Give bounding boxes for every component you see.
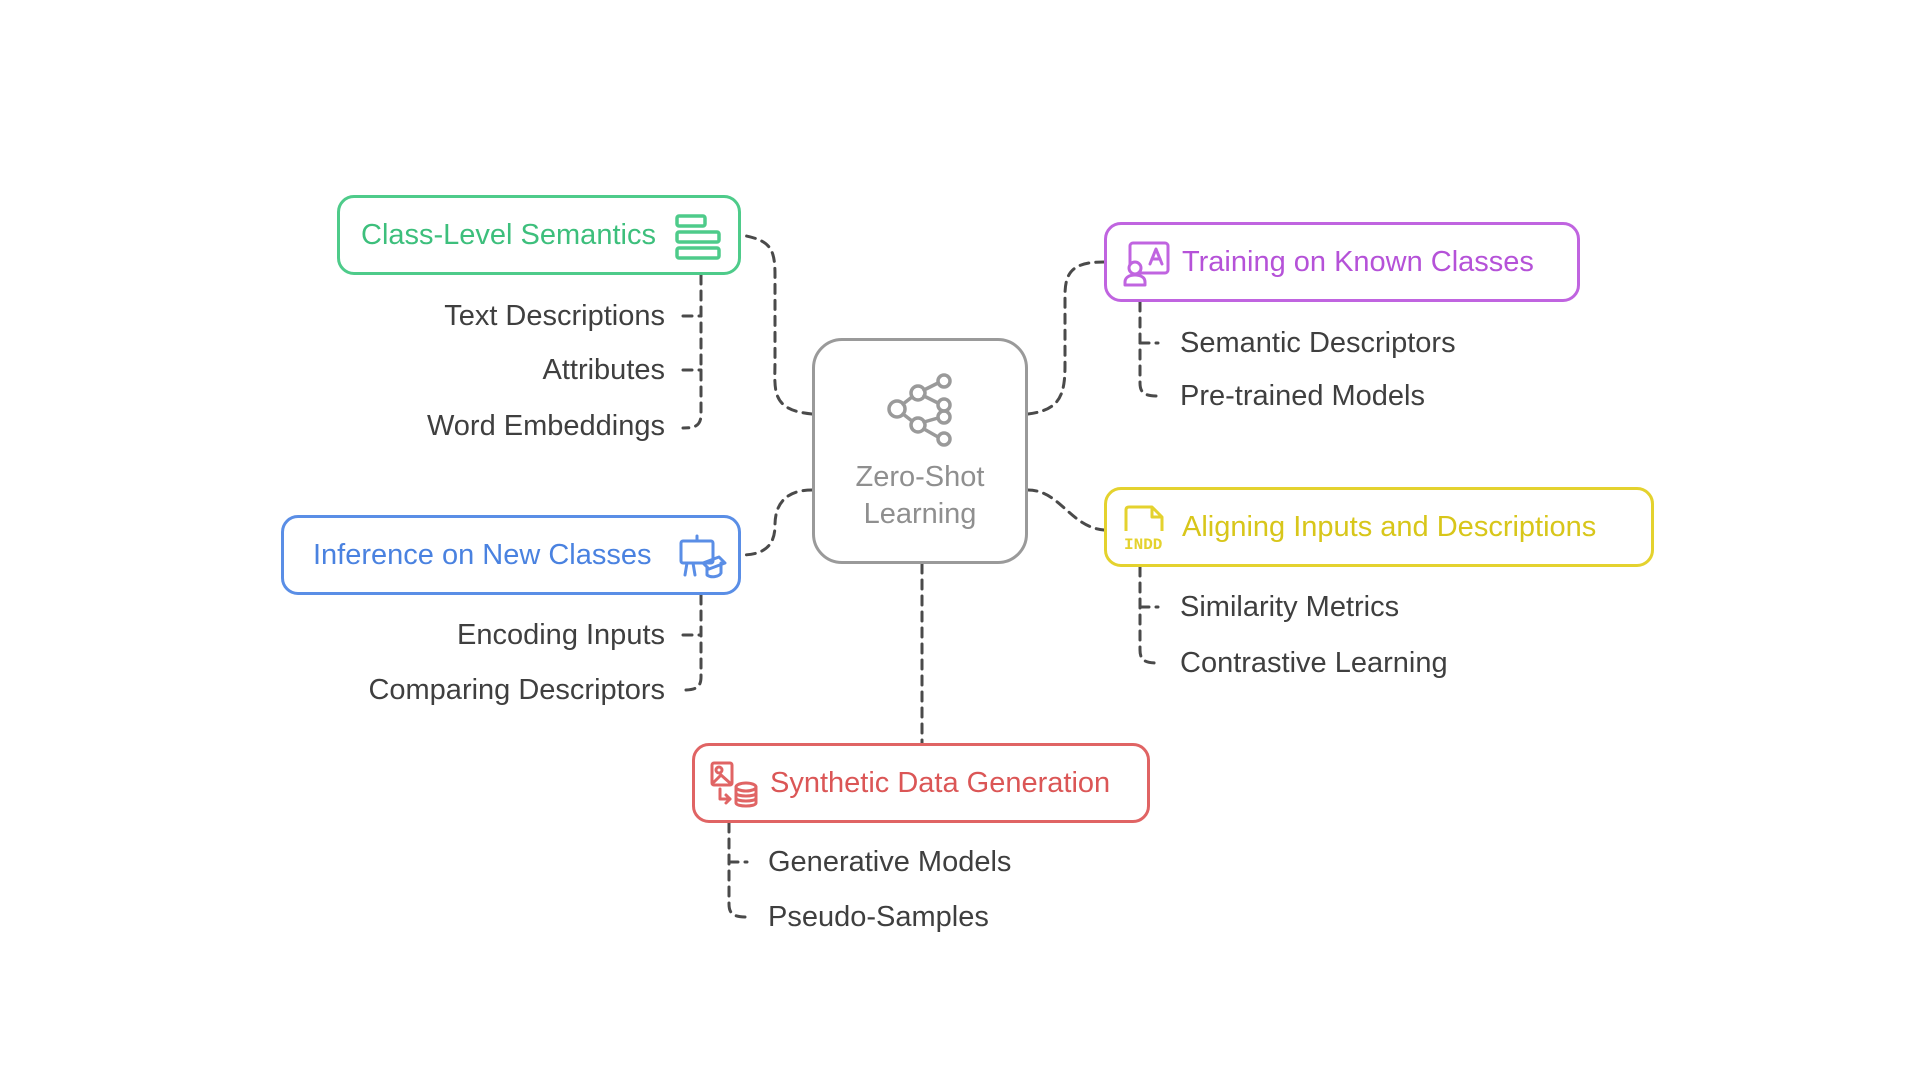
- teacher-board-icon: [679, 534, 727, 579]
- list-stack-icon: [675, 214, 721, 260]
- leaf-generative-models: Generative Models: [768, 846, 1012, 878]
- branch-aligning-inputs-and-descriptions[interactable]: INDD Aligning Inputs and Descriptions: [1104, 487, 1654, 567]
- branch-synthetic-data-generation[interactable]: Synthetic Data Generation: [692, 743, 1150, 823]
- branch-label: Class-Level Semantics: [361, 219, 656, 251]
- leaf-text-descriptions: Text Descriptions: [444, 300, 665, 332]
- branch-label: Inference on New Classes: [313, 539, 652, 571]
- connector-class-children: [681, 273, 703, 430]
- branch-inference-on-new-classes[interactable]: Inference on New Classes: [281, 515, 741, 595]
- connector-align-children: [1138, 565, 1160, 665]
- center-node[interactable]: Zero-Shot Learning: [812, 338, 1028, 564]
- connector-center-train: [1026, 260, 1106, 416]
- branch-label: Aligning Inputs and Descriptions: [1182, 511, 1597, 543]
- connector-center-align: [1026, 488, 1106, 532]
- leaf-contrastive-learning: Contrastive Learning: [1180, 647, 1448, 679]
- leaf-semantic-descriptors: Semantic Descriptors: [1180, 327, 1456, 359]
- indd-file-icon: INDD: [1124, 505, 1164, 553]
- connector-synth-children: [727, 821, 749, 919]
- leaf-attributes: Attributes: [542, 354, 666, 386]
- connector-infer-children: [681, 593, 703, 692]
- center-title-line2: Learning: [863, 498, 977, 530]
- indd-icon-text: INDD: [1124, 536, 1162, 553]
- connector-train-children: [1138, 300, 1160, 398]
- leaf-pseudo-samples: Pseudo-Samples: [768, 901, 989, 933]
- share-network-icon: [887, 373, 952, 447]
- leaf-pre-trained-models: Pre-trained Models: [1180, 380, 1425, 412]
- branch-class-level-semantics[interactable]: Class-Level Semantics: [337, 195, 741, 275]
- leaf-encoding-inputs: Encoding Inputs: [457, 619, 665, 651]
- center-title-line1: Zero-Shot: [855, 461, 985, 493]
- leaf-similarity-metrics: Similarity Metrics: [1180, 591, 1400, 623]
- image-to-database-icon: [710, 761, 758, 808]
- leaf-word-embeddings: Word Embeddings: [426, 410, 665, 442]
- branch-label: Synthetic Data Generation: [770, 767, 1111, 799]
- branch-training-on-known-classes[interactable]: Training on Known Classes: [1104, 222, 1580, 302]
- branch-label: Training on Known Classes: [1182, 246, 1534, 278]
- leaf-comparing-descriptors: Comparing Descriptors: [368, 674, 665, 706]
- user-label-icon: [1123, 241, 1170, 287]
- connector-center-class: [739, 233, 814, 416]
- connector-center-infer: [739, 488, 814, 557]
